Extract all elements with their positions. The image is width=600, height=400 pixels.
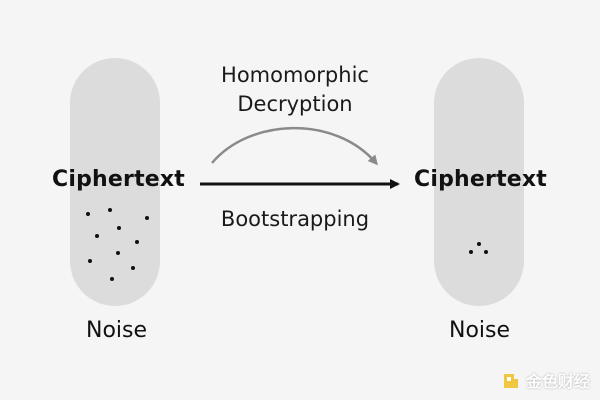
noise-dot — [86, 212, 90, 216]
noise-dot — [88, 259, 92, 263]
left-noise-dots — [86, 208, 149, 281]
noise-dot — [469, 250, 473, 254]
noise-dot — [145, 216, 149, 220]
noise-dot — [110, 277, 114, 281]
right-noise-dots — [469, 242, 488, 254]
decryption-label: Decryption — [237, 92, 353, 116]
noise-dot — [131, 266, 135, 270]
noise-dot — [117, 226, 121, 230]
watermark: 金色财经 — [501, 368, 590, 392]
curved-decryption-arrow — [211, 126, 378, 166]
left-noise-label: Noise — [86, 318, 148, 343]
left-ciphertext-capsule — [70, 58, 160, 306]
homomorphic-label: Homomorphic — [221, 63, 369, 87]
watermark-text: 金色财经 — [525, 372, 590, 391]
noise-dot — [135, 240, 139, 244]
left-ciphertext-label: Ciphertext — [52, 167, 186, 192]
noise-dot — [116, 251, 120, 255]
bootstrapping-label: Bootstrapping — [220, 207, 370, 231]
noise-dot — [477, 242, 481, 246]
watermark-logo-icon — [503, 374, 518, 388]
noise-dot — [95, 234, 99, 238]
right-noise-label: Noise — [449, 318, 511, 343]
right-ciphertext-label: Ciphertext — [414, 167, 548, 192]
noise-dot — [484, 250, 488, 254]
right-ciphertext-capsule — [434, 58, 524, 306]
noise-dot — [108, 208, 112, 212]
